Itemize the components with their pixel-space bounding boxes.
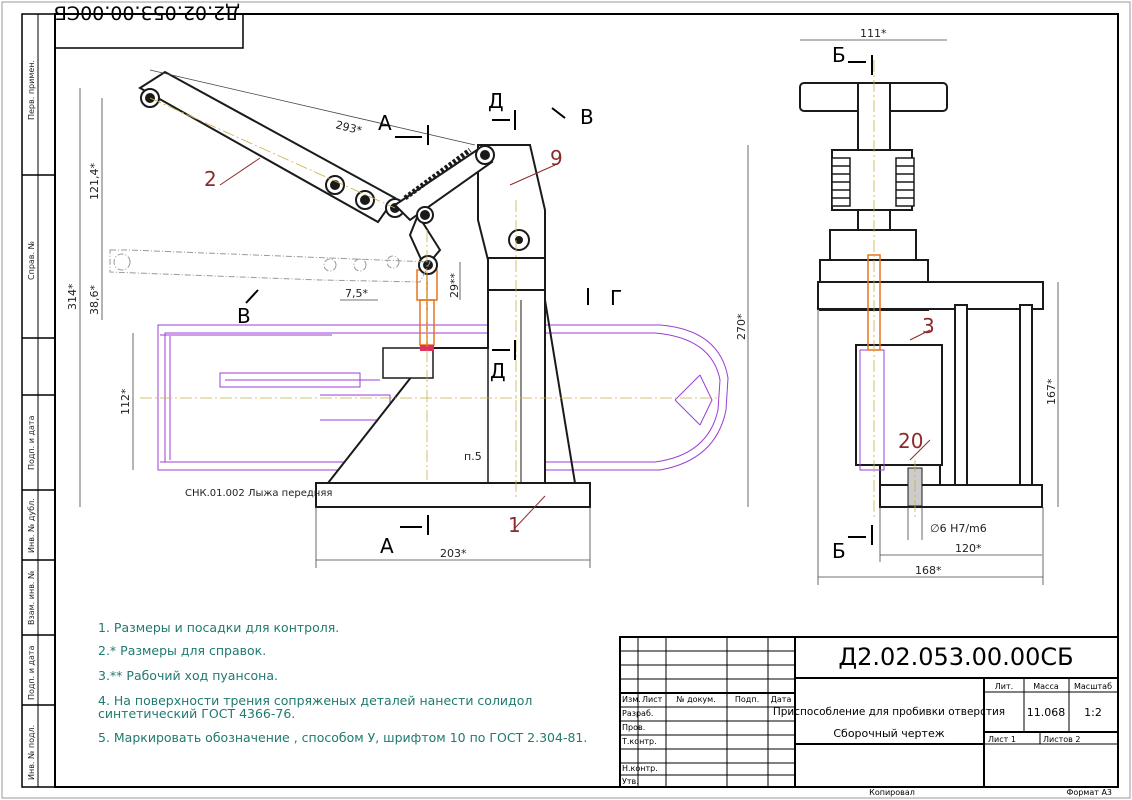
front-body <box>325 269 546 484</box>
row-tech-control: Т.контр. <box>621 737 657 746</box>
sheet-count: Листов 2 <box>1043 735 1081 744</box>
side-dimension-lines <box>800 39 1059 585</box>
section-a-top: А <box>378 111 392 135</box>
side-view <box>799 82 1044 508</box>
front-view <box>109 70 729 508</box>
designation: Д2.02.053.00.00СБ <box>838 643 1073 671</box>
position-callouts: 2 9 1 3 20 СНК.01.002 Лыжа передняя <box>185 146 935 537</box>
note-1: 1. Размеры и посадки для контроля. <box>98 620 339 635</box>
dim-38-6: 38,6* <box>88 285 101 315</box>
handle-lever-lowered <box>109 249 431 283</box>
note-5: 5. Маркировать обозначение , способом У,… <box>98 730 587 745</box>
lit-label: Лит. <box>995 682 1013 691</box>
view-g: Г <box>610 286 622 310</box>
dim-120: 120* <box>955 542 982 555</box>
side-label-orig-inv: Инв. № подл. <box>27 725 36 780</box>
paper-format: Формат А3 <box>1066 788 1112 797</box>
note-3: 3.** Рабочий ход пуансона. <box>98 668 278 683</box>
dim-111: 111* <box>860 27 887 40</box>
section-d-top: Д <box>488 89 504 113</box>
dim-167: 167* <box>1045 378 1058 405</box>
row-checked: Пров. <box>622 723 645 732</box>
note-4: 4. На поверхности трения сопряженых дета… <box>98 693 532 708</box>
side-label-first-use: Перв. примен. <box>27 60 36 120</box>
col-sheet: Лист <box>642 695 663 704</box>
weld-callout: п.5 <box>464 450 482 463</box>
dim-121-4: 121,4* <box>88 163 101 200</box>
dim-293: 293* <box>334 118 363 137</box>
section-b-bottom: Б <box>832 539 846 563</box>
dim-112: 112* <box>119 388 132 415</box>
col-date: Дата <box>771 695 792 704</box>
side-stamp <box>21 13 56 788</box>
front-dimension-lines <box>79 69 749 568</box>
side-center-lines <box>873 60 916 520</box>
dim-314: 314* <box>66 283 79 310</box>
dimension-labels: 293* 121,4* 314* 38,6* 7,5* 29** 112* 27… <box>66 27 1058 577</box>
callout-ski: СНК.01.002 Лыжа передняя <box>185 488 332 499</box>
side-stamp-labels: Перв. примен. Справ. № Подп. и дата Инв.… <box>27 60 36 780</box>
side-springs <box>831 157 915 207</box>
title-block-grid <box>619 636 1119 788</box>
section-v-bottom: В <box>237 304 251 328</box>
section-a-bottom: А <box>380 534 394 558</box>
dim-7-5: 7,5* <box>345 287 368 300</box>
mass-label: Масса <box>1033 682 1059 691</box>
leader-lines <box>219 157 931 529</box>
scale-value: 1:2 <box>1084 706 1102 719</box>
side-label-sign-date-2: Подп. и дата <box>27 645 36 700</box>
product-title: Приспособление для пробивки отверстия <box>773 706 1005 718</box>
section-d-bottom: Д <box>490 359 506 383</box>
callout-3: 3 <box>922 314 935 338</box>
row-developed: Разраб. <box>622 709 653 718</box>
section-v-top: В <box>580 105 594 129</box>
row-approved: Утв. <box>622 777 639 786</box>
dim-168: 168* <box>915 564 942 577</box>
rotated-designation: Д2.02.053.00.00СБ <box>54 1 240 23</box>
sheet-number: Лист 1 <box>988 735 1016 744</box>
note-4-cont: синтетический ГОСТ 4366-76. <box>98 706 295 721</box>
callout-20: 20 <box>898 429 923 453</box>
fit-callout: ∅6 H7/m6 <box>930 522 987 535</box>
callout-1: 1 <box>508 513 521 537</box>
section-markers <box>245 55 873 545</box>
row-norm-control: Н.контр. <box>622 764 658 773</box>
technical-notes: 1. Размеры и посадки для контроля. 2.* Р… <box>98 620 587 745</box>
dim-29: 29** <box>448 273 461 298</box>
col-change: Изм. <box>622 695 641 704</box>
col-doc-number: № докум. <box>676 695 715 704</box>
dim-270: 270* <box>735 313 748 340</box>
dim-203: 203* <box>440 547 467 560</box>
col-signature: Подп. <box>735 695 759 704</box>
side-label-replace-inv: Взам. инв. № <box>27 570 36 625</box>
side-label-dup-inv: Инв. № дубл. <box>27 498 36 553</box>
section-b-top: Б <box>832 43 846 67</box>
callout-2: 2 <box>204 167 217 191</box>
callout-9: 9 <box>550 146 563 170</box>
note-2: 2.* Размеры для справок. <box>98 643 266 658</box>
scale-label: Масштаб <box>1074 682 1112 691</box>
handle-lever-raised <box>138 70 405 224</box>
front-ski <box>157 324 729 471</box>
document-type: Сборочный чертеж <box>833 727 944 740</box>
spring-link <box>393 145 495 275</box>
side-label-ref: Справ. № <box>27 240 36 280</box>
side-label-sign-date-1: Подп. и дата <box>27 415 36 470</box>
mass-value: 11.068 <box>1027 706 1066 719</box>
rotated-designation-box: Д2.02.053.00.00СБ <box>54 1 244 49</box>
section-letters: А Д В В Г Д А Б Б <box>237 43 846 563</box>
copied-by: Копировал <box>869 788 915 797</box>
base-plate <box>315 482 591 508</box>
